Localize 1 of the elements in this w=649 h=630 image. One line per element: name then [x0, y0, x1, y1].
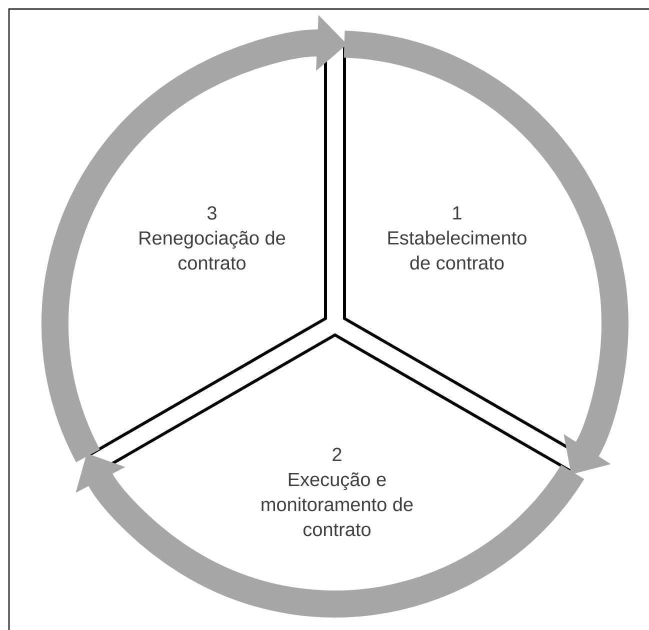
sector: 1 Estabelecimento de contrato [343, 42, 616, 458]
